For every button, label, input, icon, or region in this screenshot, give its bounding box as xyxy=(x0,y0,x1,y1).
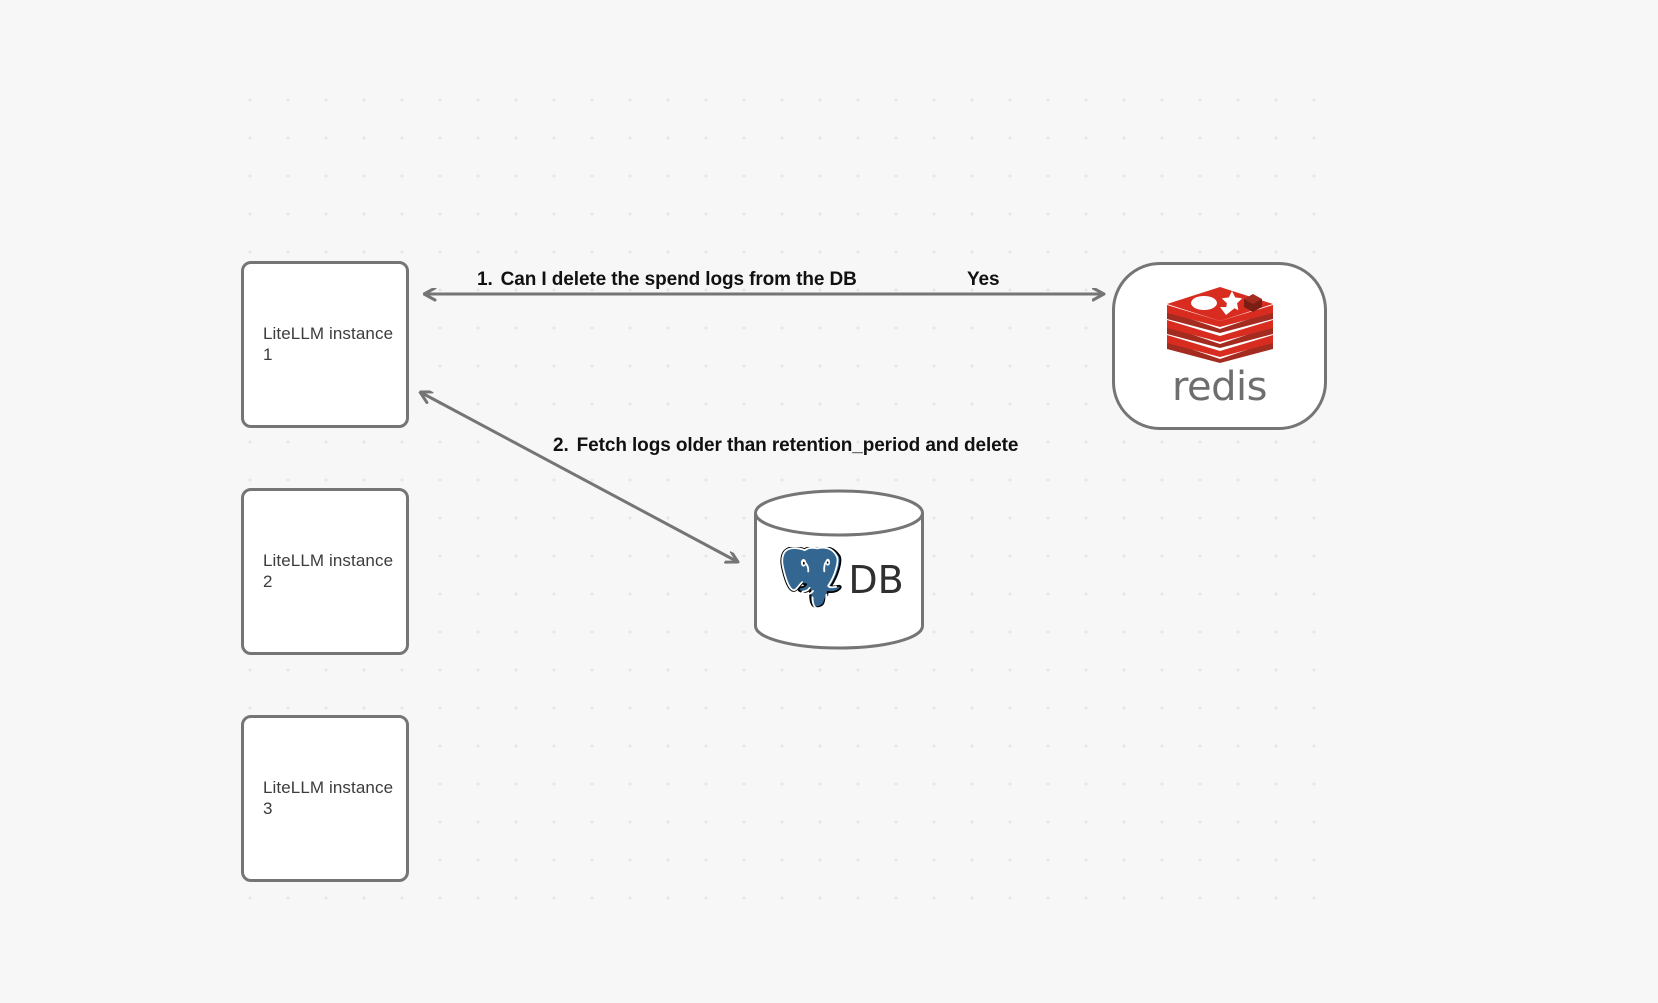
edge-2-step-number: 2. xyxy=(553,435,569,456)
database-label-group: DB xyxy=(753,489,925,650)
node-litellm-instance-1[interactable]: LiteLLM instance 1 xyxy=(241,261,409,428)
redis-logo-icon xyxy=(1166,287,1273,363)
node-litellm-instance-2-label: LiteLLM instance 2 xyxy=(263,551,394,591)
node-redis[interactable]: redis xyxy=(1112,262,1327,430)
edge-1-reply-label: Yes xyxy=(967,269,1000,290)
edge-1-label: 1. Can I delete the spend logs from the D… xyxy=(477,269,857,291)
edge-1-label-text: Can I delete the spend logs from the DB xyxy=(500,269,857,290)
edge-2-label-text: Fetch logs older than retention_period a… xyxy=(576,435,1019,456)
node-litellm-instance-3[interactable]: LiteLLM instance 3 xyxy=(241,715,409,882)
node-database[interactable]: DB xyxy=(753,489,925,650)
node-litellm-instance-3-label: LiteLLM instance 3 xyxy=(263,778,394,818)
database-label: DB xyxy=(848,557,904,602)
edge-2-connector xyxy=(420,392,738,562)
redis-wordmark: redis xyxy=(1171,364,1268,410)
node-litellm-instance-2[interactable]: LiteLLM instance 2 xyxy=(241,488,409,655)
edge-2-label: 2. Fetch logs older than retention_period… xyxy=(553,435,1018,457)
postgresql-elephant-icon xyxy=(780,546,842,609)
node-litellm-instance-1-label: LiteLLM instance 1 xyxy=(263,324,394,364)
redis-logo-group: redis xyxy=(1164,285,1276,407)
edge-1-step-number: 1. xyxy=(477,269,493,290)
